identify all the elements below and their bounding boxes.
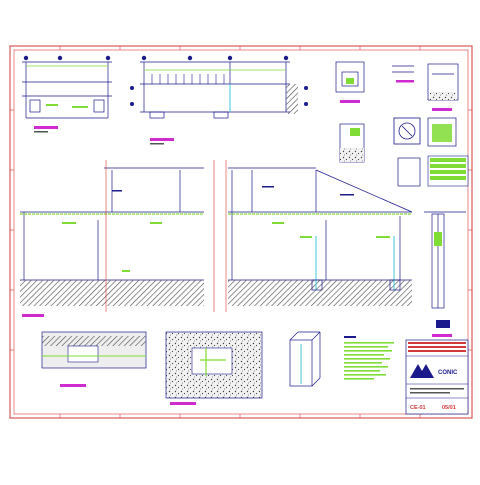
elevation-1-title (34, 126, 58, 129)
main-section-right (228, 167, 413, 281)
detail-f-fill (432, 124, 452, 142)
detail-b-title (396, 80, 414, 83)
main-right-footings (311, 279, 401, 291)
elevation-2-soil (286, 84, 298, 114)
elevation-1-subtitle (34, 131, 48, 133)
main-right-columns (315, 236, 395, 290)
column-detail-title (432, 334, 452, 337)
detail-a (335, 61, 365, 93)
main-section-left (20, 167, 204, 281)
sheet-code: CE-01 (410, 405, 426, 411)
elevation-1-markers (23, 55, 111, 61)
iso-column-detail (289, 331, 321, 387)
elevation-1-callouts (46, 104, 88, 108)
detail-g (397, 157, 421, 187)
detail-a-title (340, 100, 360, 103)
detail-c-title (432, 108, 452, 111)
bottom-detail-2 (165, 331, 263, 399)
break-lines (105, 160, 227, 312)
column-detail-fill (434, 232, 442, 246)
notes-block (344, 336, 394, 380)
column-detail-base (436, 320, 450, 328)
detail-e (393, 117, 421, 145)
bottom-detail-1-title (60, 384, 86, 387)
elevation-2-markers (130, 55, 308, 106)
sheet-number: 05/01 (442, 405, 456, 411)
detail-f (427, 117, 457, 147)
detail-c-base (430, 92, 456, 100)
elevation-2-joists (151, 74, 225, 84)
elevation-2-title (150, 138, 174, 141)
title-block (405, 339, 469, 415)
main-title (22, 314, 44, 317)
inner-frame (13, 49, 469, 415)
elevation-2-subtitle (150, 143, 164, 145)
main-callouts (62, 222, 390, 272)
outer-frame (9, 45, 473, 419)
logo-text: CONIC (438, 370, 458, 376)
main-labels (112, 186, 354, 196)
detail-a-fill (346, 78, 354, 84)
legend-table (427, 155, 469, 187)
main-right-hatch (228, 280, 412, 306)
detail-d-tag (350, 128, 360, 136)
bottom-detail-2-title (170, 402, 196, 405)
column-detail (424, 211, 466, 309)
detail-b (392, 65, 414, 73)
frame-ticks (10, 46, 472, 418)
elevation-detail-1 (22, 61, 112, 119)
main-left-hatch (20, 280, 204, 306)
detail-d-base (340, 148, 364, 162)
bottom-detail-1 (41, 331, 147, 369)
